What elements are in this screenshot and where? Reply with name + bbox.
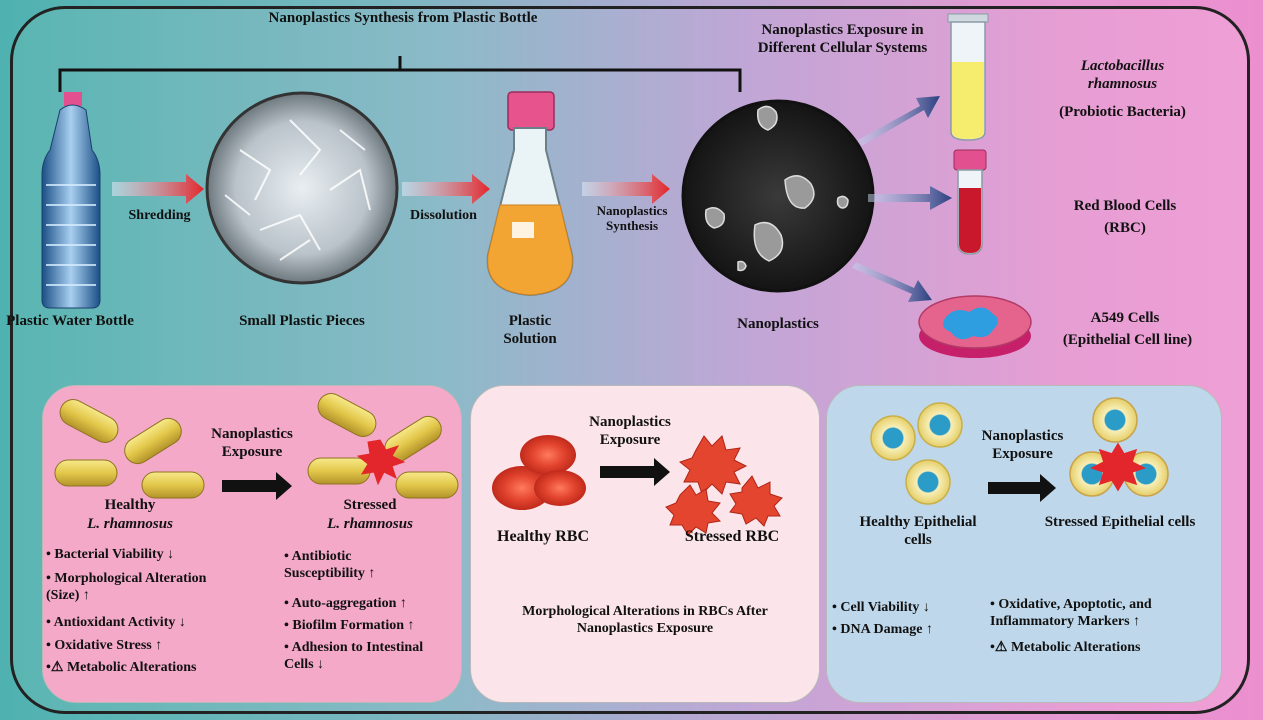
stressed-effect-2: • Auto-aggregation ↑ [284, 596, 407, 611]
epithelial-exposure-label: Nanoplastics Exposure [981, 428, 1064, 462]
bacteria-stressed-label: Stressed [343, 497, 397, 513]
healthy-rbc-icon [492, 435, 586, 510]
rbc-exposure-label: Nanoplastics Exposure [589, 414, 671, 448]
rbc-panel [470, 385, 820, 703]
epi-left-effect-2: • DNA Damage ↑ [832, 622, 933, 637]
rbc-caption: Morphological Alterations in RBCs After … [522, 604, 768, 636]
healthy-effect-2: • Morphological Alteration (Size) ↑ [46, 571, 207, 603]
arrow-label-dissolution: Dissolution [410, 208, 477, 223]
target-name-a549: A549 Cells [1090, 310, 1160, 326]
target-desc-bacteria: (Probiotic Bacteria) [1059, 104, 1186, 120]
stressed-epithelial-icon [1069, 397, 1169, 497]
synthesis-title: Nanoplastics Synthesis from Plastic Bott… [268, 10, 538, 26]
healthy-bacteria-icon [54, 399, 205, 499]
epithelial-healthy-label: Healthy Epithelial cells [859, 514, 977, 548]
arrow-label-shredding: Shredding [128, 208, 191, 223]
exposure-arrow-a549 [852, 262, 932, 302]
step-label-nanoplastics: Nanoplastics [737, 316, 819, 332]
epithelial-exposure-arrow [988, 474, 1056, 502]
step-label-solution: Plastic Solution [503, 313, 557, 347]
synthesis-arrow [582, 174, 670, 204]
plastic-bottle-icon [41, 92, 101, 309]
target-name-bacteria: Lactobacillus rhamnosus [1080, 58, 1165, 92]
stressed-effect-1: • Antibiotic Susceptibility ↑ [284, 549, 376, 581]
stressed-effect-3: • Biofilm Formation ↑ [284, 618, 415, 633]
a549-dish-icon [918, 295, 1032, 358]
exposure-arrow-rbc [868, 186, 952, 210]
epithelial-stressed-label: Stressed Epithelial cells [1044, 514, 1196, 530]
stressed-bacteria-icon [307, 393, 459, 499]
nanoplastics-icon [681, 99, 875, 293]
step-label-bottle: Plastic Water Bottle [6, 313, 134, 329]
stressed-effect-4: • Adhesion to Intestinal Cells ↓ [284, 640, 424, 672]
blood-tube-icon [953, 149, 987, 255]
bacteria-healthy-label: Healthy [104, 497, 156, 513]
stressed-rbc-icon [665, 435, 783, 536]
target-desc-a549: (Epithelial Cell line) [1062, 332, 1193, 348]
rbc-healthy-label: Healthy RBC [497, 528, 589, 545]
synthesis-bracket [58, 56, 742, 92]
healthy-epithelial-icon [870, 402, 963, 505]
epi-left-effect-1: • Cell Viability ↓ [832, 600, 930, 615]
dissolution-arrow [402, 174, 490, 204]
healthy-effect-3: • Antioxidant Activity ↓ [46, 615, 186, 630]
exposure-title: Nanoplastics Exposure in Different Cellu… [757, 22, 928, 56]
target-desc-rbc: (RBC) [1104, 220, 1146, 236]
target-name-rbc: Red Blood Cells [1073, 198, 1177, 214]
bacteria-healthy-species: L. rhamnosus [87, 516, 173, 532]
rbc-stressed-label: Stressed RBC [684, 528, 780, 545]
bacteria-exposure-arrow [222, 472, 292, 500]
epi-right-effect-2: •⚠ Metabolic Alterations [990, 640, 1141, 655]
bacteria-stressed-species: L. rhamnosus [327, 516, 413, 532]
bacteria-tube-icon [947, 13, 989, 141]
exposure-arrow-bacteria [858, 96, 940, 146]
rbc-exposure-arrow [600, 458, 670, 486]
plastic-pieces-icon [205, 91, 399, 285]
healthy-effect-5: •⚠ Metabolic Alterations [46, 660, 197, 675]
flask-icon [486, 91, 574, 297]
shredding-arrow [112, 174, 204, 204]
bacteria-exposure-label: Nanoplastics Exposure [211, 426, 293, 460]
healthy-effect-4: • Oxidative Stress ↑ [46, 638, 163, 653]
epi-right-effect-1: • Oxidative, Apoptotic, and Inflammatory… [990, 597, 1152, 629]
step-label-pieces: Small Plastic Pieces [239, 313, 365, 329]
arrow-label-synthesis: Nanoplastics Synthesis [596, 203, 668, 234]
healthy-effect-1: • Bacterial Viability ↓ [46, 547, 175, 562]
